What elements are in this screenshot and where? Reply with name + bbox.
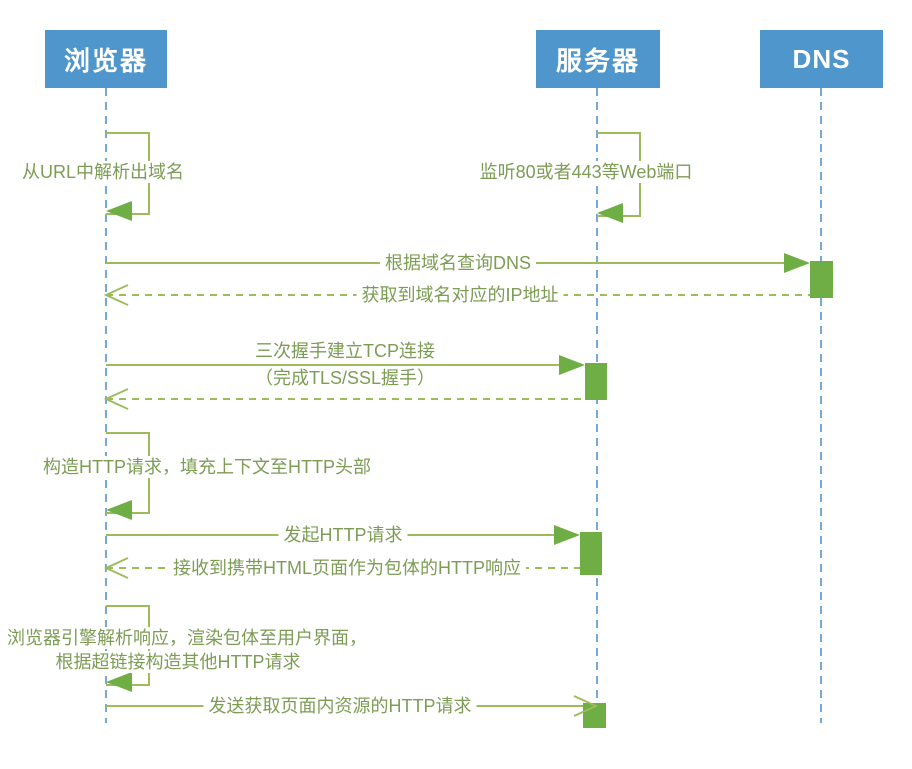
arrowhead-filled-icon [106, 500, 132, 520]
message-line-tcp-handshake [106, 364, 559, 366]
actor-label-browser: 浏览器 [63, 45, 148, 76]
activation-bar-server-http [580, 532, 602, 575]
arrowhead-filled-icon [106, 672, 132, 692]
arrowhead-filled-icon [784, 253, 810, 273]
arrowhead-open-icon [104, 284, 129, 306]
lifeline-browser [105, 88, 107, 723]
message-label-dns-response: 获取到域名对应的IP地址 [356, 284, 564, 306]
message-label-resource-requests: 发送获取页面内资源的HTTP请求 [203, 695, 477, 717]
actor-label-dns: DNS [792, 43, 851, 74]
lifeline-dns [820, 88, 822, 723]
arrowhead-open-icon [104, 388, 129, 410]
actor-box-browser: 浏览器 [45, 30, 167, 88]
message-label-build-other-requests: 根据超链接构造其他HTTP请求 [50, 651, 306, 673]
arrowhead-filled-icon [559, 355, 585, 375]
arrowhead-open-icon [104, 557, 129, 579]
message-label-http-request: 发起HTTP请求 [278, 524, 408, 546]
message-label-dns-query: 根据域名查询DNS [379, 252, 537, 274]
actor-box-dns: DNS [760, 30, 883, 88]
activation-bar-server-tcp [585, 363, 607, 400]
message-label-build-request: 构造HTTP请求，填充上下文至HTTP头部 [38, 456, 376, 478]
activation-bar-dns [810, 261, 833, 298]
message-label-parse-url: 从URL中解析出域名 [16, 161, 190, 183]
arrowhead-filled-icon [554, 525, 580, 545]
actor-box-server: 服务器 [536, 30, 660, 88]
lifeline-server [596, 88, 598, 723]
arrowhead-filled-icon [597, 203, 623, 223]
message-label-http-response: 接收到携带HTML页面作为包体的HTTP响应 [168, 557, 526, 579]
arrowhead-filled-icon [106, 201, 132, 221]
message-label-tcp-handshake: 三次握手建立TCP连接 [250, 340, 440, 362]
message-label-tls-handshake: （完成TLS/SSL握手） [249, 367, 441, 389]
actor-label-server: 服务器 [555, 45, 640, 76]
message-label-listen-ports: 监听80或者443等Web端口 [474, 161, 698, 183]
message-line-tcp-ack [106, 398, 585, 400]
message-label-render-response: 浏览器引擎解析响应，渲染包体至用户界面， [2, 627, 372, 649]
arrowhead-open-icon [573, 695, 598, 717]
